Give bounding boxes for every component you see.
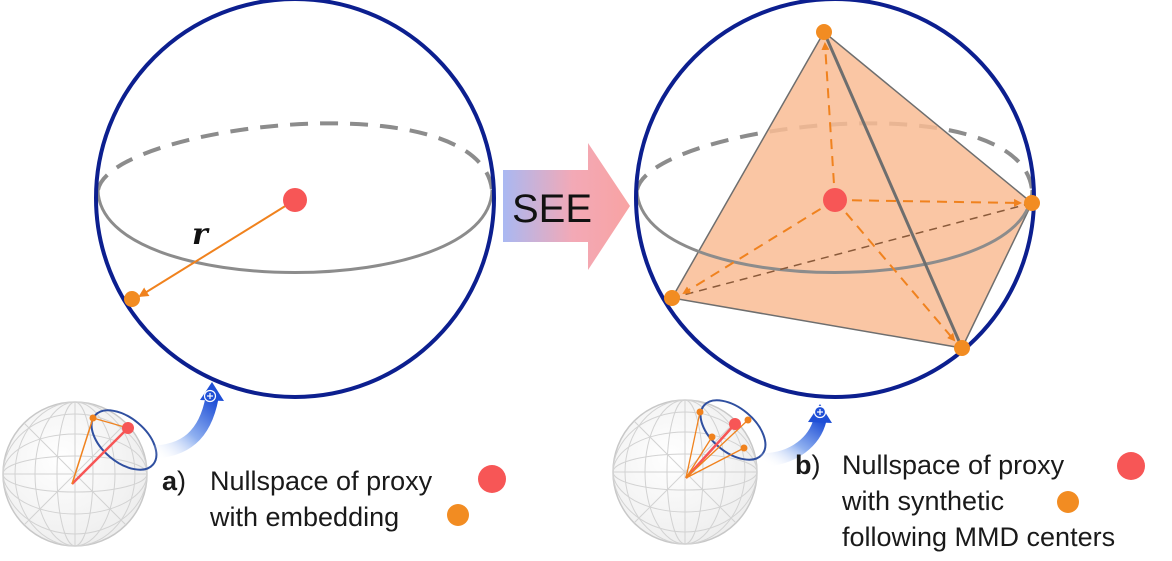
synthetic-dot-right [1024, 195, 1040, 211]
caption-b-line3: following MMD centers [842, 522, 1115, 552]
caption-b-paren: ) [812, 450, 821, 480]
caption-a-line1: Nullspace of proxy [210, 466, 433, 496]
small-globe-b [612, 399, 767, 545]
synthetic-dot-bottom [954, 340, 970, 356]
panel-b: b) Nullspace of proxy with synthetic fol… [612, 0, 1145, 552]
svg-text:a): a) [162, 466, 186, 496]
sphere-a-back-equator [96, 121, 494, 191]
see-arrow: SEE [503, 143, 630, 270]
center-to-vertex-arrows [682, 42, 1022, 342]
caption-b: b) Nullspace of proxy with synthetic fol… [795, 450, 1145, 552]
caption-a: a) Nullspace of proxy with embedding [162, 465, 506, 532]
small-globe-a [2, 401, 158, 547]
panel-a: r [2, 0, 506, 547]
zoom-arrow-a [149, 382, 224, 459]
caption-a-embedding-dot [447, 504, 469, 526]
caption-b-line1: Nullspace of proxy [842, 450, 1065, 480]
embedding-dot-a [124, 291, 140, 307]
caption-b-letter: b [795, 450, 812, 480]
radius-label: r [192, 217, 210, 252]
svg-text:b): b) [795, 450, 821, 480]
caption-b-line2: with synthetic [841, 486, 1004, 516]
tetrahedron-back-edge [671, 202, 1033, 299]
proxy-dot-a [283, 188, 307, 212]
caption-a-paren: ) [177, 466, 186, 496]
synthetic-dot-left [664, 290, 680, 306]
synthetic-dot-top [816, 24, 832, 40]
sphere-a-outline [94, 0, 496, 399]
zoom-arrow-b [759, 404, 832, 467]
caption-a-line2: with embedding [209, 502, 399, 532]
caption-b-synthetic-dot [1057, 491, 1079, 513]
sphere-b-front-equator [635, 189, 1034, 274]
caption-a-proxy-dot [478, 465, 506, 493]
tetrahedron-face [670, 30, 1033, 349]
sphere-a-front-equator [96, 189, 494, 274]
see-label: SEE [512, 187, 592, 231]
radius-arrow [138, 199, 296, 298]
caption-b-proxy-dot [1117, 452, 1145, 480]
tetrahedron-front-edge [822, 31, 964, 349]
caption-a-letter: a [162, 466, 178, 496]
proxy-dot-b [823, 188, 847, 212]
